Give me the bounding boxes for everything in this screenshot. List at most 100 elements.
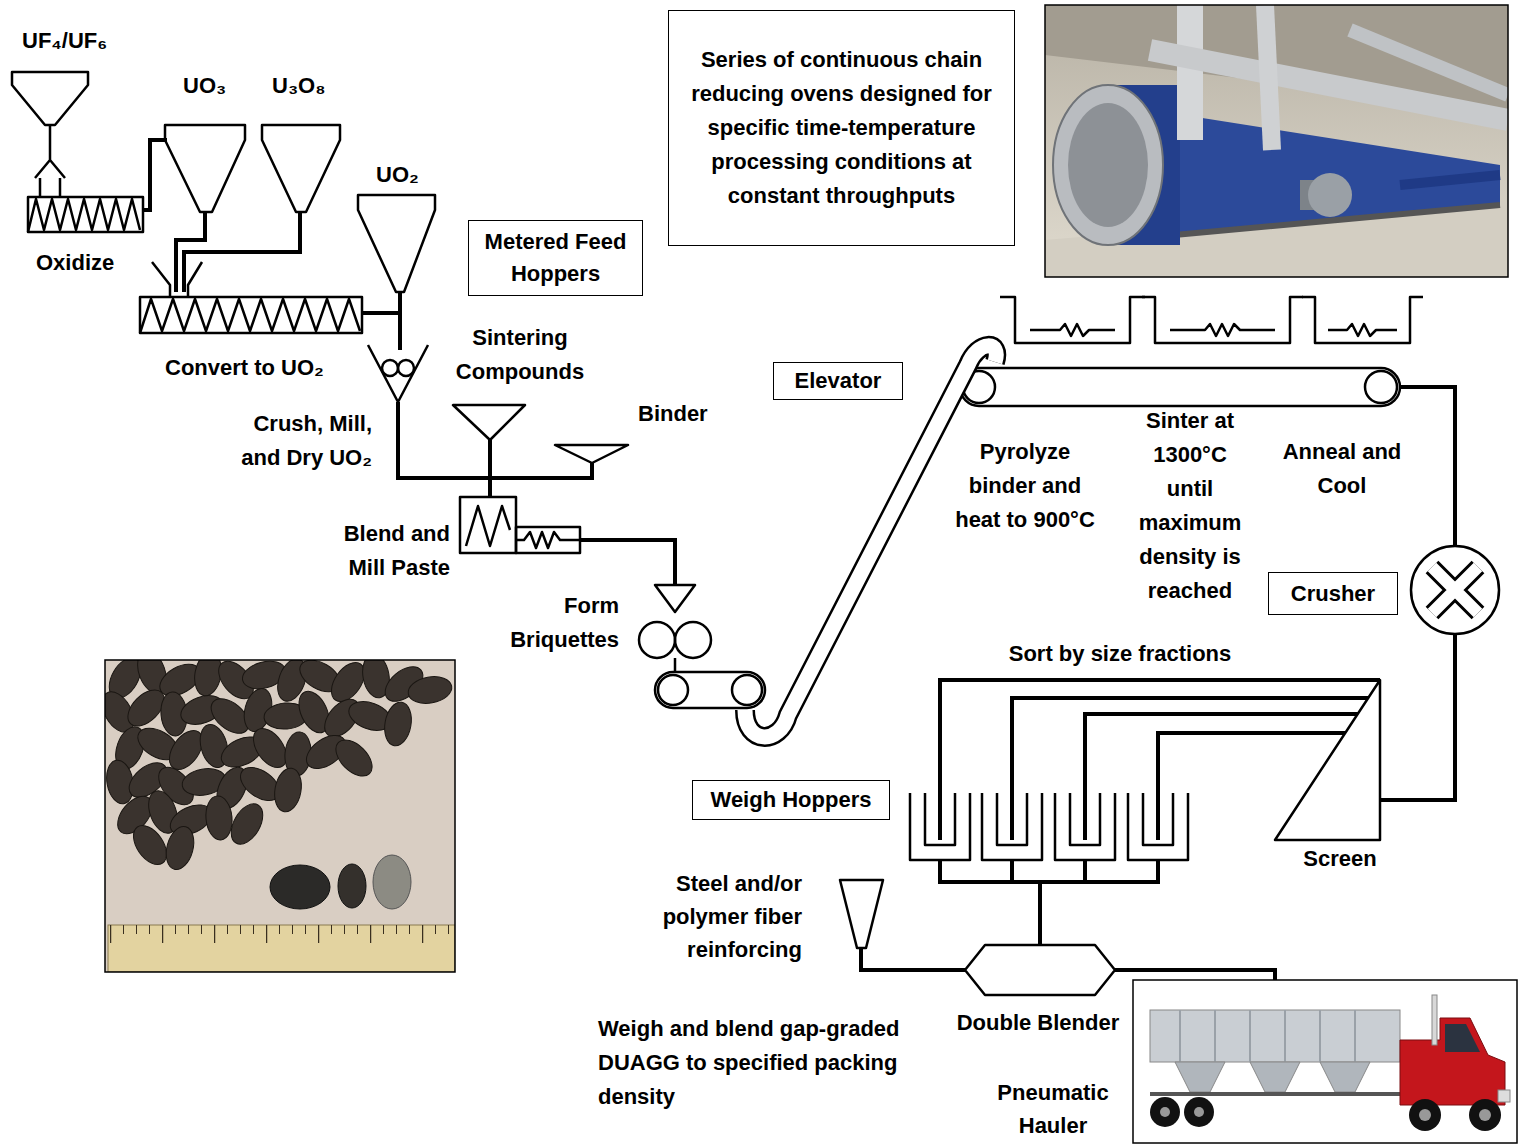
briquette-photo: [105, 660, 455, 972]
box-text: Elevator: [782, 367, 894, 395]
truck-photo: [1250, 1062, 1300, 1092]
oven-belt: [960, 368, 1400, 406]
box-text: Weigh Hoppers: [701, 785, 881, 815]
crusher-symbol: [1432, 567, 1478, 613]
process-line: [143, 140, 1455, 980]
process-line: [1115, 970, 1275, 980]
process-line: [1012, 698, 1368, 840]
truck-photo: [1184, 1097, 1214, 1127]
crusher-mill: [368, 345, 428, 402]
briquette-pile: [162, 823, 199, 872]
briquette-pile: [105, 660, 454, 873]
process-line: [1380, 634, 1455, 800]
process-line: [488, 440, 492, 497]
double-blender: [965, 945, 1115, 995]
box-text: Series of continuous chain reducing oven…: [677, 43, 1006, 213]
feed-hopper: [12, 72, 88, 125]
process-line: [398, 292, 402, 350]
paste-mill: [460, 497, 516, 553]
process-label: Weigh and blend gap-graded DUAGG to spec…: [598, 1012, 948, 1114]
crusher-symbol: [1411, 546, 1499, 634]
feed-hopper: [262, 125, 340, 212]
process-label: Binder: [638, 397, 733, 431]
oven-photo: [1045, 5, 1508, 277]
crusher-symbol: [1411, 546, 1499, 634]
press-roller: [639, 622, 675, 658]
oven-photo: [1053, 85, 1163, 245]
truck-photo: [1320, 1062, 1370, 1092]
truck-photo: [1400, 1018, 1505, 1105]
briquette: [373, 855, 411, 909]
belt-pulley: [732, 675, 762, 705]
truck-photo: [1432, 995, 1437, 1045]
truck-photo: [1133, 980, 1517, 1143]
process-line: [580, 540, 675, 585]
process-label: U₃O₈: [272, 69, 352, 103]
text-box: Crusher: [1268, 572, 1398, 615]
process-label: Crush, Mill, and Dry UO₂: [222, 407, 372, 475]
briquette-pile: [225, 798, 270, 849]
process-line: [1085, 714, 1358, 840]
feed-chute: [35, 125, 65, 197]
truck-photo: [1175, 1062, 1225, 1092]
process-line: [938, 860, 1160, 945]
oven-photo: [1045, 5, 1508, 277]
press-outlet: [674, 658, 677, 672]
process-label: UO₃: [183, 69, 253, 103]
feed-hopper: [840, 880, 883, 948]
heater-element: [1030, 324, 1115, 336]
truck-photo: [1419, 1109, 1431, 1121]
truck-photo: [1133, 980, 1517, 1143]
process-label: Sort by size fractions: [990, 637, 1250, 671]
press-roller: [675, 622, 711, 658]
belt-pulley: [1365, 371, 1397, 403]
process-line: [1158, 733, 1345, 840]
oven-photo: [1150, 50, 1508, 120]
truck-photo: [1194, 1107, 1204, 1117]
process-label: Oxidize: [36, 246, 146, 280]
box-text: Metered Feed Hoppers: [477, 226, 634, 290]
oven-photo: [1400, 175, 1500, 185]
process-line: [184, 212, 300, 292]
oven-heater: [1142, 297, 1303, 343]
process-label: Sinter at 1300°C until maximum density i…: [1134, 404, 1246, 608]
oven-heater: [1302, 297, 1423, 343]
ruler: [108, 925, 455, 972]
process-line: [362, 311, 398, 315]
ruler: [108, 925, 455, 972]
oven-photo: [1177, 5, 1203, 140]
briquette-pile: [271, 766, 304, 814]
process-label: Convert to UO₂: [165, 351, 375, 385]
oven-photo: [1068, 103, 1148, 227]
mill-element: [466, 506, 510, 546]
text-box: Series of continuous chain reducing oven…: [668, 10, 1015, 246]
process-line: [1400, 387, 1455, 546]
oven-photo: [1308, 173, 1352, 217]
process-label: Anneal and Cool: [1277, 435, 1407, 503]
process-label: Sintering Compounds: [440, 321, 600, 389]
process-label: Pneumatic Hauler: [993, 1076, 1113, 1142]
screw-flight: [140, 299, 360, 333]
screw-conveyor: [140, 297, 362, 333]
truck-photo: [1180, 1010, 1355, 1062]
process-label: Blend and Mill Paste: [318, 517, 450, 585]
crusher-symbol: [1432, 567, 1478, 613]
truck-photo: [1150, 1010, 1400, 1062]
coin: [270, 865, 330, 909]
belt-pulley: [658, 675, 688, 705]
box-text: Crusher: [1277, 579, 1389, 609]
process-label: UF₄/UF₆: [22, 24, 132, 58]
process-label: UO₂: [376, 158, 446, 192]
truck-photo: [1160, 1107, 1170, 1117]
truck-photo: [1150, 1092, 1400, 1096]
feed-hopper: [165, 125, 245, 212]
truck-photo: [1498, 1090, 1510, 1102]
briquette-pile: [127, 820, 174, 871]
process-label: Screen: [1295, 842, 1385, 876]
photo-frame: [105, 660, 455, 972]
text-box: Elevator: [773, 362, 903, 400]
process-line: [940, 680, 1380, 840]
text-box: Metered Feed Hoppers: [468, 220, 643, 296]
feed-hopper: [555, 445, 628, 463]
truck-photo: [1445, 1024, 1480, 1052]
